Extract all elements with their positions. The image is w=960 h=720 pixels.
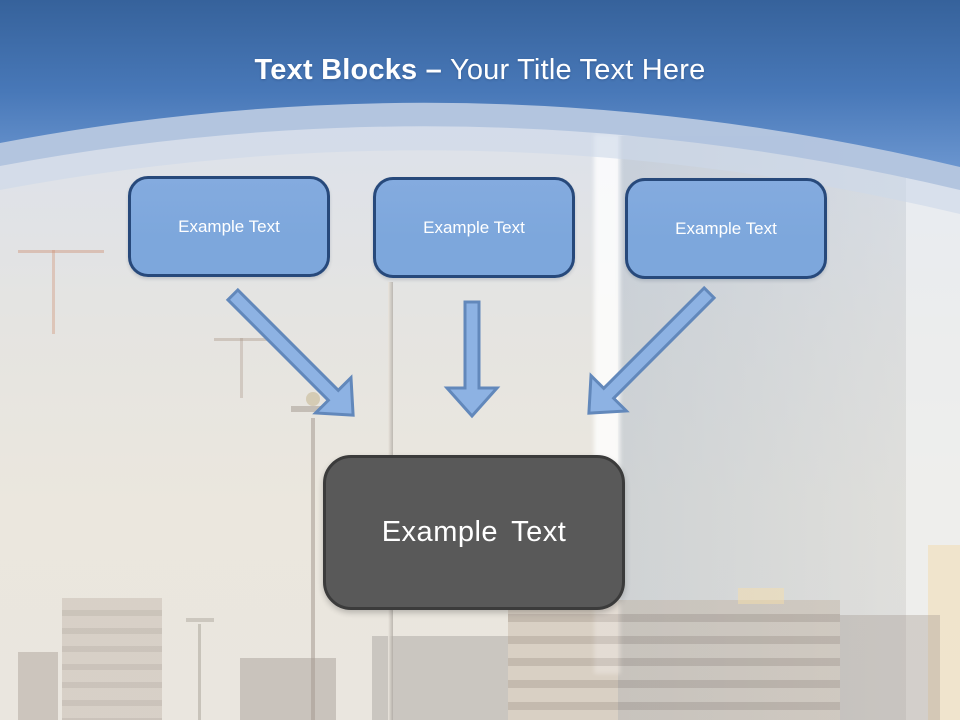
text-block-1: Example Text [128,176,330,277]
text-block-1-label: Example Text [178,216,280,236]
text-block-3: Example Text [625,178,827,279]
header-curve [0,0,960,214]
slide-title: Text Blocks –Your Title Text Here [0,54,960,87]
arrow-down-icon [443,300,501,419]
text-block-2: Example Text [373,177,575,278]
slide-title-bold: Text Blocks – [254,54,442,86]
slide-title-regular: Your Title Text Here [449,54,706,86]
target-text-block-label: Example Text [381,516,567,548]
target-text-block: Example Text [323,455,625,610]
arrow-down-right-icon [225,287,355,417]
text-block-3-label: Example Text [675,218,777,238]
text-block-2-label: Example Text [423,217,525,237]
